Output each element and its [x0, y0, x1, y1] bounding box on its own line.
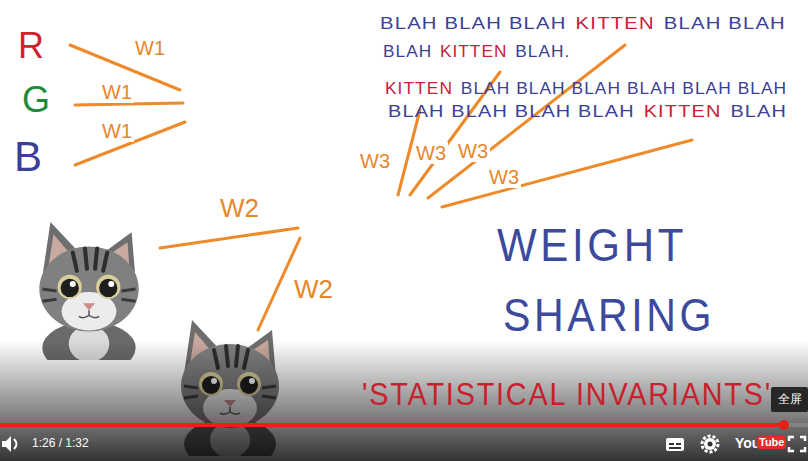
weight-label: W3	[456, 140, 490, 162]
text-line: BLAH KITTEN BLAH.	[383, 43, 578, 62]
progress-bar	[0, 423, 784, 427]
time-display: 1:26 / 1:32	[32, 437, 89, 449]
kitten-word: KITTEN	[440, 42, 508, 61]
progress-track	[0, 423, 808, 427]
channel-letter: B	[14, 136, 42, 178]
weight-label: W1	[133, 37, 167, 59]
text-word: BLAH BLAH BLAH BLAH BLAH BLAH	[461, 79, 787, 98]
weight-label: W1	[100, 120, 134, 142]
text-word: BLAH	[730, 102, 787, 121]
weight-label: W3	[414, 142, 448, 164]
weight-label: W2	[292, 275, 335, 303]
settings-icon	[702, 436, 718, 452]
text-word: BLAH.	[515, 42, 570, 61]
tooltip-box	[771, 387, 808, 412]
channel-letter: R	[18, 28, 44, 64]
text-line: BLAH BLAH BLAH KITTEN BLAH BLAH	[380, 15, 795, 34]
volume-icon	[2, 436, 17, 452]
player-shade	[0, 340, 808, 461]
tooltip-text: 全屏	[778, 393, 802, 405]
progress-knob	[779, 420, 789, 430]
weight-label: W1	[100, 81, 134, 103]
channel-letter: G	[22, 82, 50, 118]
text-word: BLAH BLAH BLAH	[380, 14, 567, 33]
heading-word: WEIGHT	[497, 222, 687, 268]
weight-label: W2	[218, 194, 261, 222]
text-line: KITTEN BLAH BLAH BLAH BLAH BLAH BLAH	[385, 80, 795, 99]
weight-label: W3	[487, 166, 521, 188]
text-line: BLAH BLAH BLAH BLAH KITTEN BLAH	[388, 103, 796, 122]
text-word: BLAH BLAH BLAH BLAH	[388, 102, 635, 121]
text-word: BLAH BLAH	[664, 14, 786, 33]
fullscreen-icon	[789, 437, 805, 451]
kitten-word: KITTEN	[576, 14, 655, 33]
text-word: BLAH	[383, 42, 432, 61]
heading-word: SHARING	[503, 292, 715, 338]
kitten-word: KITTEN	[644, 102, 722, 121]
kitten-word: KITTEN	[385, 79, 453, 98]
weight-label: W3	[358, 150, 392, 172]
subtitles-icon	[666, 438, 684, 451]
logo-text: Tube	[757, 436, 786, 449]
subtitle-text: 'STATISTICAL INVARIANTS'	[362, 378, 772, 410]
